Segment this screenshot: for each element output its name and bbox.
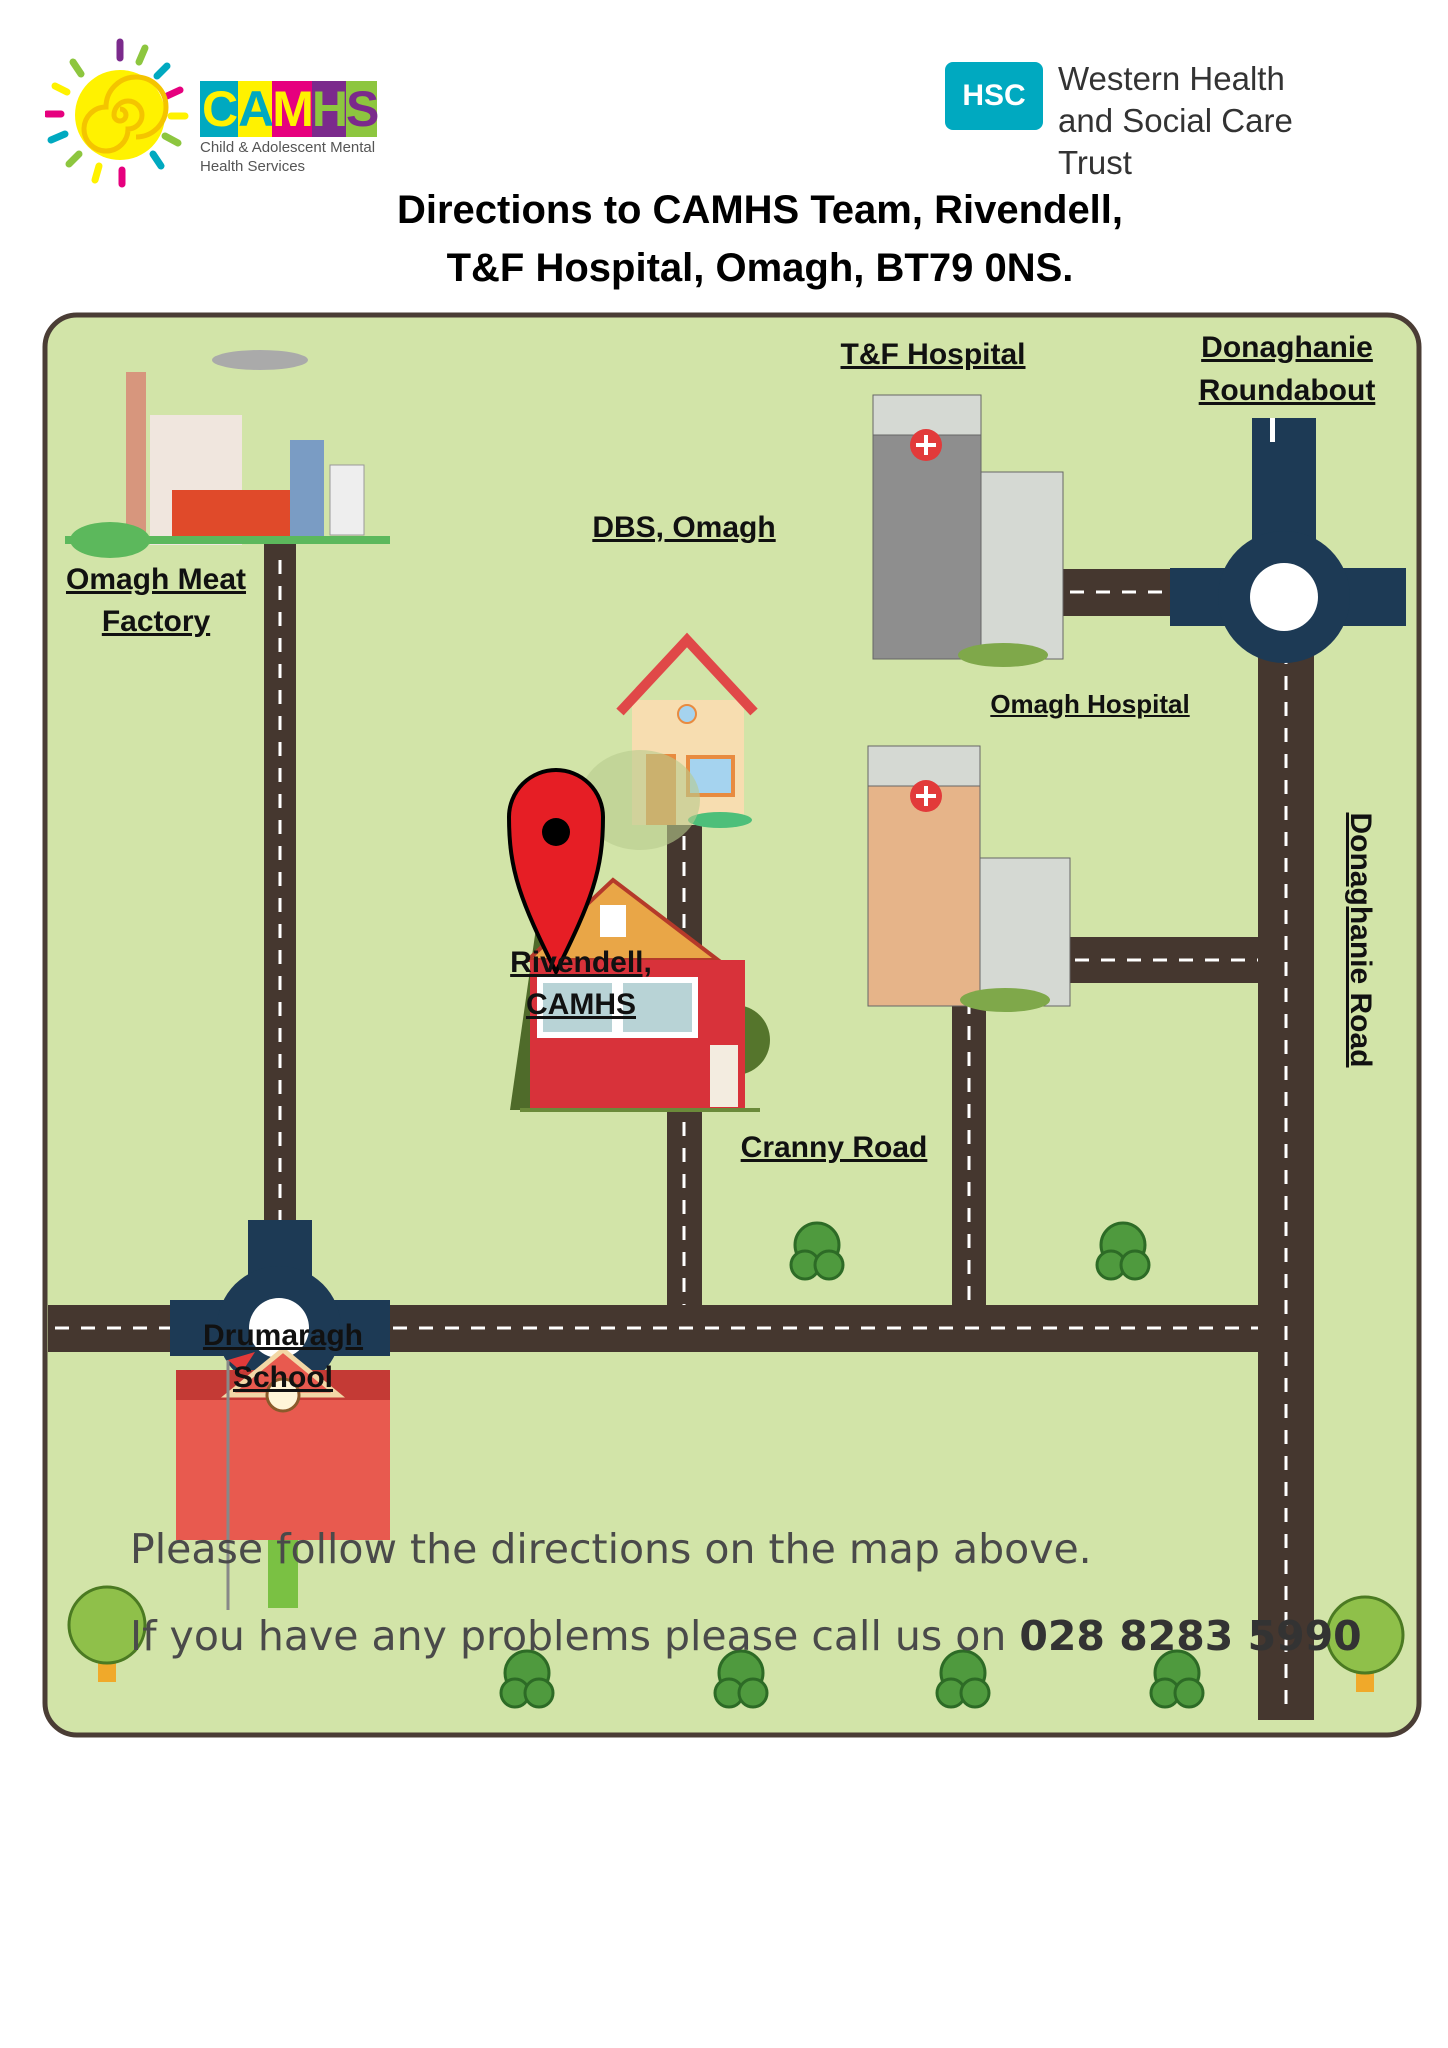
tree-icon	[67, 1585, 147, 1682]
camhs-logo: CAMHS Child & Adolescent Mental Health S…	[45, 38, 390, 188]
tree-icon	[1325, 1595, 1405, 1692]
sun-icon	[45, 38, 189, 188]
bush-icon	[1149, 1649, 1205, 1709]
label-school-line1: Drumaragh	[202, 1319, 364, 1352]
instructions-text: Please follow the directions on the map …	[130, 1525, 1092, 1573]
hospital-icon	[872, 394, 1064, 667]
label-dbs: DBS, Omagh	[592, 511, 776, 544]
hsc-logo: HSC Western Health and Social Care Trust	[945, 58, 1365, 181]
label-donaghanie-road: Donaghanie Road	[1344, 812, 1377, 1068]
label-meat-factory-line2: Factory	[101, 605, 211, 638]
bush-icon	[789, 1221, 845, 1281]
bush-icon	[935, 1649, 991, 1709]
top-roundabout	[1170, 418, 1406, 663]
phone-number[interactable]: 028 8283 5990	[1019, 1612, 1362, 1660]
bush-icon	[499, 1649, 555, 1709]
camhs-wordmark: CAMHS	[200, 81, 379, 137]
label-school-line2: School	[232, 1361, 334, 1394]
school-icon	[176, 1346, 390, 1610]
bushes	[499, 1221, 1205, 1709]
hospital-icon	[867, 745, 1071, 1012]
factory-icon	[65, 350, 390, 558]
label-cranny-road: Cranny Road	[740, 1131, 928, 1164]
label-rivendell-line2: CAMHS	[526, 988, 636, 1021]
bush-icon	[713, 1649, 769, 1709]
contact-text: If you have any problems please call us …	[130, 1612, 1362, 1660]
camhs-subtitle: Child & Adolescent Mental Health Service…	[200, 139, 376, 175]
label-tf-hospital: T&F Hospital	[840, 338, 1026, 371]
label-omagh-hospital: Omagh Hospital	[990, 689, 1190, 719]
rivendell-building-icon	[510, 750, 770, 1112]
bush-icon	[1095, 1221, 1151, 1281]
label-roundabout-line1: Donaghanie	[1201, 331, 1373, 364]
label-roundabout-line2: Roundabout	[1198, 374, 1376, 407]
hsc-badge: HSC	[945, 62, 1043, 130]
location-pin-icon	[506, 768, 606, 977]
page-title-line1: Directions to CAMHS Team, Rivendell,	[396, 188, 1124, 232]
label-rivendell-line1: Rivendell,	[510, 946, 652, 979]
hsc-name: Western Health and Social Care Trust	[1058, 60, 1293, 181]
label-meat-factory-line1: Omagh Meat	[65, 563, 247, 596]
page-title-line2: T&F Hospital, Omagh, BT79 0NS.	[446, 246, 1074, 290]
omagh-hospital-road-vertical	[952, 990, 986, 1310]
